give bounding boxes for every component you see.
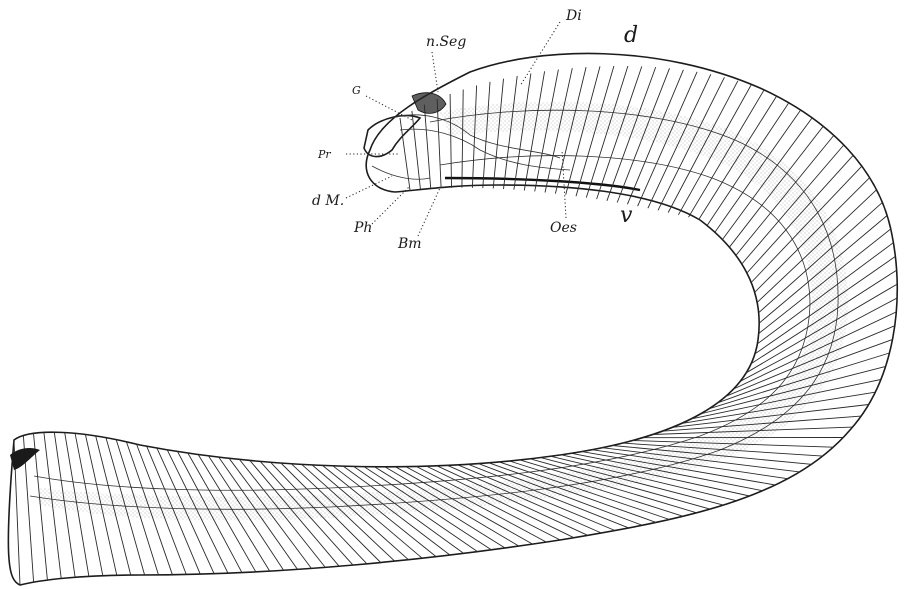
segment-line: [450, 94, 451, 188]
label-v: v: [620, 203, 633, 228]
segment-line: [400, 118, 410, 190]
label-di: Di: [565, 8, 582, 24]
label-bm: Bm: [397, 236, 422, 252]
label-seg: n.Seg: [426, 34, 466, 50]
segment-line: [504, 76, 518, 189]
segment-line: [483, 82, 490, 188]
segment-line: [462, 90, 463, 188]
label-g: G: [352, 84, 361, 97]
label-pr: Pr: [317, 148, 331, 161]
gut-wall-lower: [34, 156, 810, 491]
label-ph: Ph: [353, 220, 372, 236]
label-d: d: [624, 23, 638, 48]
segment-line: [524, 71, 544, 190]
segment-line: [34, 433, 48, 580]
label-oes: Oes: [550, 220, 577, 236]
label-dm: d M.: [312, 193, 344, 209]
segment-line: [424, 105, 430, 189]
segment-line: [493, 79, 503, 189]
ventral-strand: [445, 178, 640, 190]
segment-line: [514, 73, 531, 189]
